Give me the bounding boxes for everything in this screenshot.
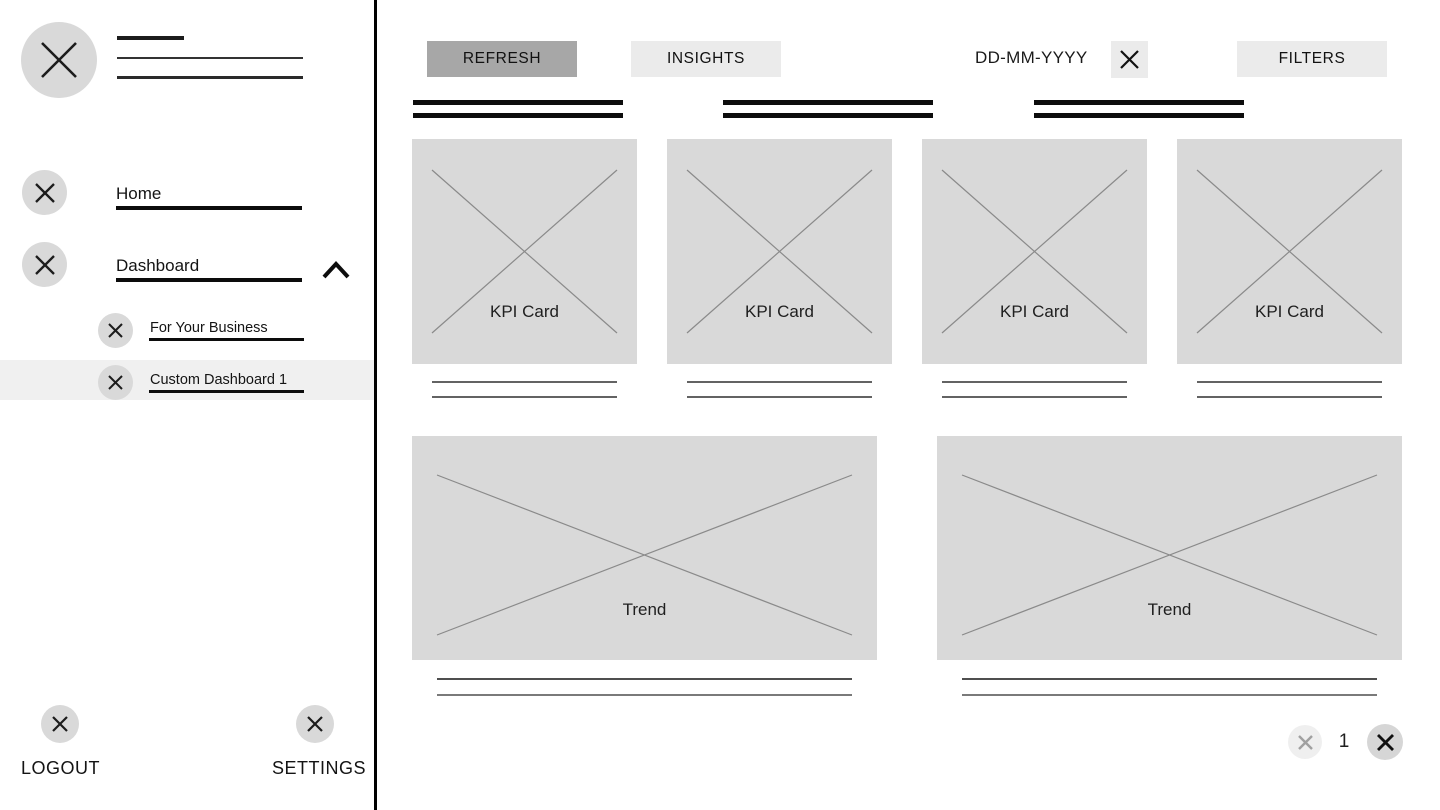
caption-line: [962, 678, 1377, 680]
kpi-card-label: KPI Card: [745, 302, 814, 321]
placeholder-x-icon: [436, 474, 853, 636]
refresh-button[interactable]: REFRESH: [427, 41, 577, 77]
date-field[interactable]: DD-MM-YYYY: [975, 48, 1088, 67]
placeholder-x-icon: [1196, 169, 1383, 334]
logout-icon: [41, 705, 79, 743]
x-icon: [1376, 733, 1394, 751]
main-content: REFRESH INSIGHTS DD-MM-YYYY FILTERS KPI …: [377, 0, 1440, 810]
text-placeholder-bar: [413, 113, 623, 118]
sidebar-subitem-label[interactable]: For Your Business: [150, 320, 268, 336]
date-clear-button[interactable]: [1111, 41, 1148, 78]
caption-line: [962, 694, 1377, 696]
trend-card: Trend: [412, 436, 877, 660]
selected-row-highlight: [0, 360, 374, 400]
text-placeholder-bar: [1034, 100, 1244, 105]
page-number: 1: [1338, 731, 1350, 752]
settings-label[interactable]: SETTINGS: [272, 758, 367, 778]
dashboard-icon: [22, 242, 67, 287]
profile-name-placeholder: [117, 36, 184, 40]
sidebar-subitem-label[interactable]: Custom Dashboard 1: [150, 372, 288, 388]
caption-line: [687, 381, 872, 383]
nav-underline: [149, 338, 304, 341]
subitem-icon: [98, 365, 133, 400]
pagination-prev-button[interactable]: [1288, 725, 1322, 759]
chevron-up-icon[interactable]: [322, 261, 350, 279]
text-placeholder-bar: [1034, 113, 1244, 118]
text-placeholder-bar: [723, 100, 933, 105]
kpi-card-label: KPI Card: [1000, 302, 1069, 321]
caption-line: [1197, 381, 1382, 383]
nav-underline: [116, 206, 302, 210]
caption-line: [942, 381, 1127, 383]
sidebar: Home Dashboard: [0, 0, 377, 810]
kpi-card: KPI Card: [922, 139, 1147, 364]
x-icon: [307, 716, 323, 732]
x-icon: [34, 254, 55, 275]
profile-text-placeholder: [117, 57, 303, 59]
sidebar-item-label[interactable]: Dashboard: [116, 256, 200, 275]
x-icon: [108, 375, 123, 390]
placeholder-x-icon: [686, 169, 873, 334]
kpi-card: KPI Card: [412, 139, 637, 364]
caption-line: [432, 381, 617, 383]
x-placeholder-icon: [41, 42, 77, 78]
kpi-card-label: KPI Card: [1255, 302, 1324, 321]
trend-card-label: Trend: [622, 600, 667, 619]
logout-label[interactable]: LOGOUT: [21, 758, 101, 778]
caption-line: [942, 396, 1127, 398]
caption-line: [437, 694, 852, 696]
x-icon: [108, 323, 123, 338]
home-icon: [22, 170, 67, 215]
avatar[interactable]: [21, 22, 97, 98]
insights-button[interactable]: INSIGHTS: [631, 41, 781, 77]
settings-icon: [296, 705, 334, 743]
placeholder-x-icon: [431, 169, 618, 334]
caption-line: [437, 678, 852, 680]
kpi-card: KPI Card: [667, 139, 892, 364]
caption-line: [1197, 396, 1382, 398]
caption-line: [432, 396, 617, 398]
sidebar-item-label[interactable]: Home: [116, 184, 162, 203]
text-placeholder-bar: [413, 100, 623, 105]
kpi-card: KPI Card: [1177, 139, 1402, 364]
profile-text-placeholder: [117, 76, 303, 79]
filters-button[interactable]: FILTERS: [1237, 41, 1387, 77]
nav-underline: [116, 278, 302, 282]
caption-line: [687, 396, 872, 398]
trend-card-label: Trend: [1147, 600, 1192, 619]
x-icon: [1297, 734, 1313, 750]
pagination-next-button[interactable]: [1367, 724, 1403, 760]
trend-card: Trend: [937, 436, 1402, 660]
subitem-icon: [98, 313, 133, 348]
nav-underline: [149, 390, 304, 393]
kpi-card-label: KPI Card: [490, 302, 559, 321]
x-icon: [34, 182, 55, 203]
placeholder-x-icon: [941, 169, 1128, 334]
x-icon: [1120, 50, 1139, 69]
text-placeholder-bar: [723, 113, 933, 118]
placeholder-x-icon: [961, 474, 1378, 636]
x-icon: [52, 716, 68, 732]
